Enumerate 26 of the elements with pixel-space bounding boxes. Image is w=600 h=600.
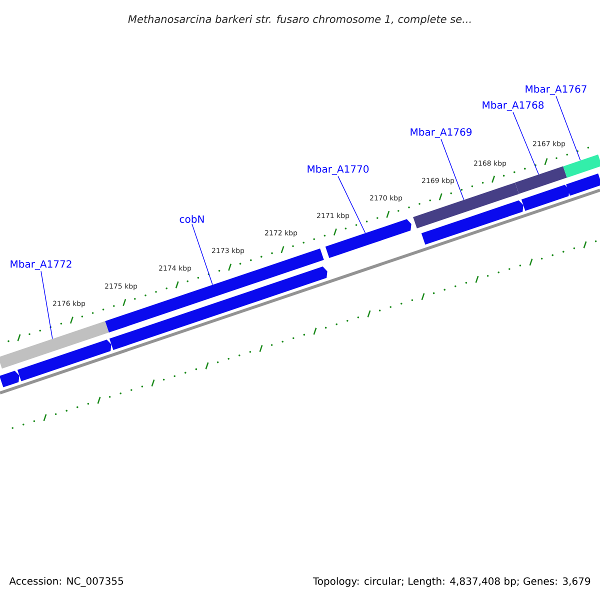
gene-feature	[17, 340, 112, 382]
leader-line	[556, 96, 581, 161]
gene-feature	[521, 184, 570, 211]
gene-feature	[0, 370, 20, 388]
leader-line	[440, 138, 464, 200]
gene-feature	[421, 200, 524, 245]
gene-feature	[515, 166, 567, 194]
gene-label: Mbar_A1768	[482, 101, 544, 111]
gene-label: cobN	[180, 215, 204, 223]
footer-text: Topology: circular; Length: 4,837,408 bp; Genes: 3,679	[312, 577, 590, 587]
gene-label: Mbar_A1772	[10, 260, 72, 270]
gene-label: Mbar_A1770	[308, 165, 369, 175]
gene-feature	[563, 154, 600, 178]
gene-feature	[566, 174, 600, 196]
gene-feature	[413, 182, 519, 228]
leader-line	[40, 270, 53, 340]
gene-label: Mbar_A1767	[526, 85, 586, 95]
leader-line	[338, 176, 366, 234]
footer-text: Accession: NC_007355	[9, 577, 124, 587]
leader-line	[512, 112, 539, 175]
leader-line	[192, 224, 213, 285]
gene-label: Mbar_A1769	[410, 128, 472, 138]
gene-feature	[105, 248, 324, 333]
gene-feature	[325, 219, 412, 258]
gene-feature	[0, 321, 109, 369]
title: Methanosarcina barkeri str. fusaro chromosome 1, complete se...	[128, 14, 471, 26]
